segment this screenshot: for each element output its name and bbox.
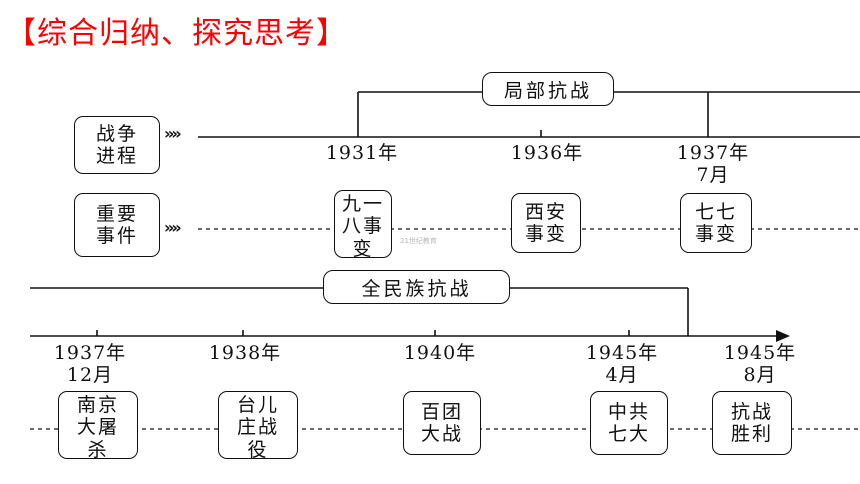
top-date-1931: 1931年 <box>325 142 399 164</box>
row-label-events: 重要 事件 <box>74 193 160 257</box>
top-date-1936: 1936年 <box>510 142 584 164</box>
event-taierzhuang-battle: 台儿 庄战 役 <box>218 391 298 461</box>
event-hundred-regiments-offensive: 百团 大战 <box>403 391 481 455</box>
row-label-process: 战争 进程 <box>74 116 160 174</box>
process-arrows: »» <box>164 124 182 143</box>
events-arrows: »» <box>164 218 182 237</box>
phase-national-resistance: 全民族抗战 <box>323 270 510 304</box>
bottom-date-1937-12: 1937年 12月 <box>53 342 127 387</box>
bottom-timeline-arrowhead <box>776 330 790 342</box>
page-title: 【综合归纳、探究思考】 <box>6 16 347 51</box>
bottom-date-1940: 1940年 <box>403 342 477 364</box>
bottom-date-1945-8: 1945年 8月 <box>723 342 797 387</box>
phase-local-resistance: 局部抗战 <box>482 72 614 106</box>
event-seventh-national-congress: 中共 七大 <box>590 391 668 455</box>
event-nanjing-massacre: 南京 大屠 杀 <box>58 391 138 461</box>
event-xian-incident: 西安 事变 <box>511 193 581 253</box>
watermark: 21世纪教育 <box>400 237 437 245</box>
event-sept-18-incident: 九一 八事 变 <box>334 190 392 260</box>
bottom-date-1938: 1938年 <box>208 342 282 364</box>
bottom-date-1945-4: 1945年 4月 <box>585 342 659 387</box>
top-date-1937-7: 1937年 7月 <box>676 142 750 187</box>
event-marco-polo-bridge-incident: 七七 事变 <box>680 193 752 253</box>
event-war-victory: 抗战 胜利 <box>712 391 792 455</box>
